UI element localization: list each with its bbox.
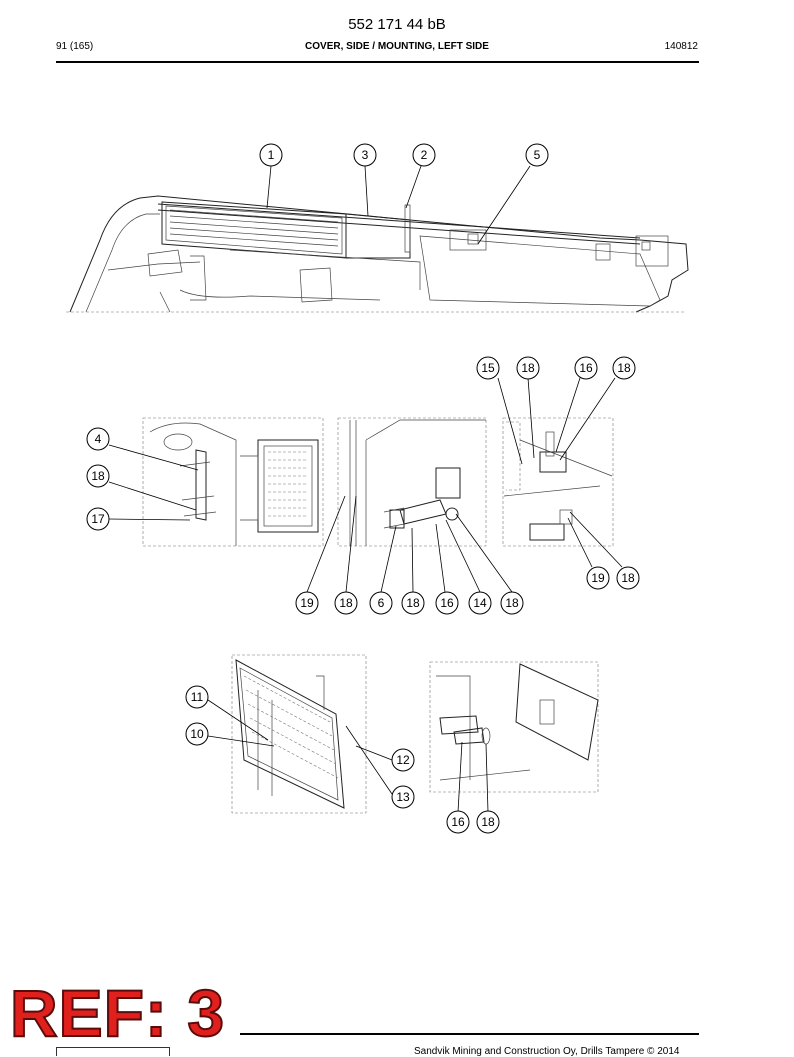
detail-3-callouts: 15 18 16 18 19 18: [476, 356, 640, 590]
callout-16: 16: [451, 815, 465, 829]
callout-16: 16: [579, 361, 593, 375]
footer-rule: [240, 1033, 699, 1035]
brand-logo-strip: [56, 1047, 170, 1056]
detail-view-1: [108, 417, 324, 547]
callout-5: 5: [534, 148, 541, 162]
callout-19: 19: [591, 571, 605, 585]
callout-4: 4: [95, 432, 102, 446]
ref-stamp: REF: 3: [9, 976, 226, 1050]
detail-view-2: [306, 417, 513, 593]
callout-10: 10: [190, 727, 204, 741]
page-title: COVER, SIDE / MOUNTING, LEFT SIDE: [305, 41, 489, 52]
detail-1-callouts: 4 18 17: [86, 427, 110, 531]
callout-16: 16: [440, 596, 454, 610]
callout-11: 11: [191, 690, 204, 704]
callout-18: 18: [406, 596, 420, 610]
main-mesh-pattern: [169, 209, 339, 247]
detail-view-4: [207, 654, 393, 814]
detail-2-callouts: 19 18 6 18 16 14 18: [295, 591, 524, 615]
callout-18: 18: [505, 596, 519, 610]
callout-18: 18: [91, 469, 105, 483]
header-rule: [56, 61, 699, 63]
date-code: 140812: [664, 41, 698, 52]
callout-18: 18: [521, 361, 535, 375]
detail-view-3: [497, 377, 623, 568]
detail-view-5: [429, 661, 599, 813]
callout-14: 14: [473, 596, 487, 610]
callout-13: 13: [396, 790, 410, 804]
callout-6: 6: [378, 596, 385, 610]
page-indicator: 91 (165): [56, 41, 94, 52]
callout-18: 18: [481, 815, 495, 829]
detail-5-callouts: 16 18: [446, 810, 500, 834]
callout-18: 18: [621, 571, 635, 585]
callout-18: 18: [617, 361, 631, 375]
main-assembly-view: [66, 165, 689, 313]
detail-4-callouts: 11 10 12 13: [185, 685, 415, 809]
callout-15: 15: [481, 361, 495, 375]
callout-19: 19: [300, 596, 314, 610]
callout-17: 17: [91, 512, 105, 526]
callout-3: 3: [362, 148, 369, 162]
callout-12: 12: [396, 753, 410, 767]
main-callouts: 1 3 2 5: [259, 143, 549, 167]
callout-18: 18: [339, 596, 353, 610]
callout-1: 1: [268, 148, 275, 162]
document-number: 552 171 44 bB: [348, 16, 446, 33]
callout-2: 2: [421, 148, 428, 162]
footer-copyright: Sandvik Mining and Construction Oy, Dril…: [414, 1046, 680, 1057]
